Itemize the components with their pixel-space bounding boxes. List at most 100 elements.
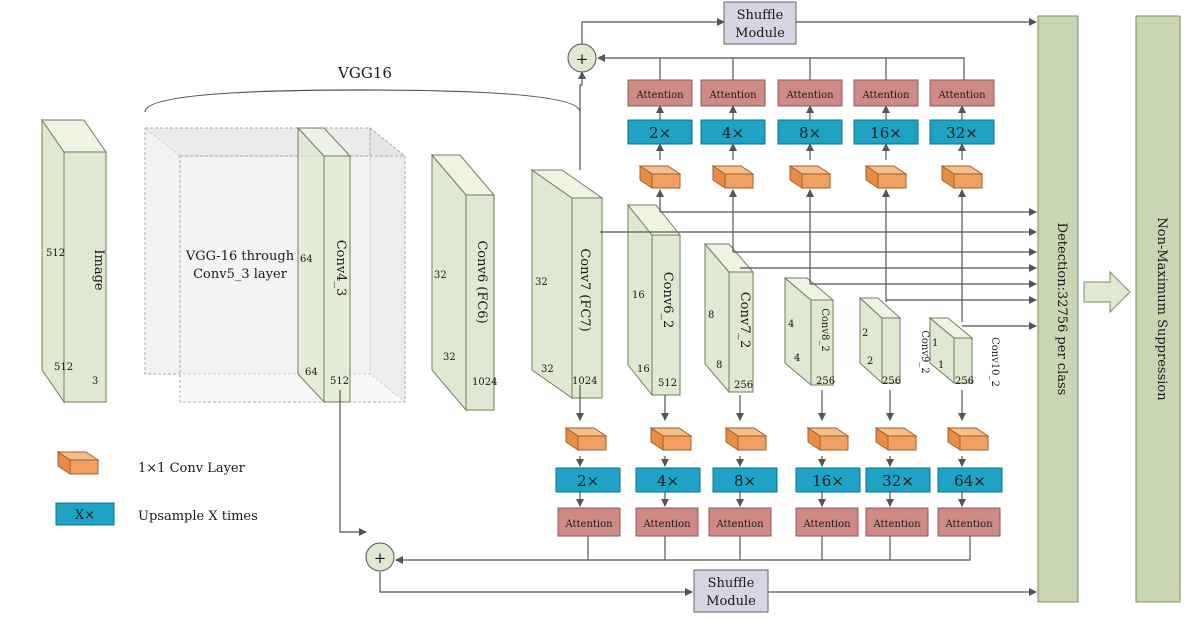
bottom-conv1x1-3	[724, 427, 768, 451]
svg-text:Attention: Attention	[872, 519, 921, 530]
layer-conv4-3-dim-a: 64	[300, 254, 313, 265]
top-upsample-1: 2×	[627, 119, 693, 145]
layer-conv6-dim-b: 32	[443, 352, 456, 363]
top-conv1x1-5	[940, 165, 984, 189]
layer-conv4-3: Conv4_3 64 64 512	[296, 126, 352, 404]
top-upsample-5: 32×	[929, 119, 995, 145]
vgg-block: VGG-16 through Conv5_3 layer	[143, 126, 407, 404]
layer-conv7-2-dim-c: 256	[734, 380, 753, 391]
layer-image-dim-a: 512	[46, 248, 65, 259]
nms-label: Non-Maximum Suppression	[1154, 217, 1169, 401]
svg-text:Attention: Attention	[564, 519, 613, 530]
layer-image-label: Image	[91, 249, 106, 291]
vgg-block-label-line2: Conv5_3 layer	[193, 267, 288, 282]
svg-text:16×: 16×	[812, 472, 844, 490]
layer-conv7-2: Conv7_2 8 8 256	[703, 242, 755, 394]
svg-text:Attention: Attention	[715, 519, 764, 530]
svg-text:8×: 8×	[799, 124, 821, 142]
bottom-upsample-4: 16×	[795, 467, 861, 493]
layer-conv6-dim-c: 1024	[472, 377, 497, 388]
bottom-upsample-3: 8×	[712, 467, 778, 493]
detection-label: Detection:32756 per class	[1054, 223, 1069, 396]
top-attention-2: Attention	[700, 79, 766, 107]
bottom-conv1x1-1	[564, 427, 608, 451]
svg-text:Attention: Attention	[802, 519, 851, 530]
top-upsample-3: 8×	[777, 119, 843, 145]
vgg-block-label-line1: VGG-16 through	[185, 249, 295, 264]
layer-conv8-2-dim-b: 4	[794, 353, 800, 364]
layer-image-dim-c: 3	[92, 376, 98, 387]
svg-text:Attention: Attention	[937, 90, 986, 101]
svg-text:Attention: Attention	[642, 519, 691, 530]
svg-text:Shuffle: Shuffle	[737, 8, 784, 23]
svg-text:2×: 2×	[649, 124, 671, 142]
layer-conv6-label: Conv6 (FC6)	[474, 240, 489, 323]
layer-conv7: Conv7 (FC7) 32 32 1024	[530, 169, 604, 399]
bottom-conv1x1-4	[806, 427, 850, 451]
layer-conv9-2: Conv9_2 2 2 256	[858, 296, 930, 387]
svg-text:8×: 8×	[734, 472, 756, 490]
svg-text:16×: 16×	[870, 124, 902, 142]
top-attention-1: Attention	[627, 79, 693, 107]
layer-image: Image 512 512 3	[41, 118, 107, 404]
top-conv1x1-4	[864, 165, 908, 189]
layer-conv7-2-label: Conv7_2	[737, 292, 752, 349]
top-plus-node: +	[567, 43, 597, 73]
bottom-upsample-6: 64×	[937, 467, 1003, 493]
layer-conv8-2-label: Conv8_2	[819, 308, 830, 352]
bottom-attention-6: Attention	[937, 507, 1001, 537]
layer-conv9-2-label: Conv9_2	[919, 330, 930, 374]
layer-conv10-2-label: Conv10_2	[989, 337, 1000, 387]
layer-conv6-2-dim-a: 16	[632, 290, 645, 301]
top-upsample-4: 16×	[853, 119, 919, 145]
nms-panel: Non-Maximum Suppression	[1135, 15, 1181, 603]
bottom-plus-node: +	[365, 542, 395, 572]
layer-conv7-dim-b: 32	[541, 364, 554, 375]
top-upsample-2: 4×	[700, 119, 766, 145]
layer-conv9-2-dim-c: 256	[882, 376, 901, 387]
legend-upsample-icon: X×	[55, 502, 115, 526]
layer-conv6: Conv6 (FC6) 32 32 1024	[430, 153, 497, 412]
layer-conv8-2-dim-a: 4	[788, 319, 794, 330]
legend: 1×1 Conv Layer X× Upsample X times	[55, 451, 258, 526]
svg-text:X×: X×	[75, 508, 95, 523]
top-attention-5: Attention	[929, 79, 995, 107]
svg-text:32×: 32×	[946, 124, 978, 142]
top-attention-3: Attention	[777, 79, 843, 107]
top-shuffle-module: Shuffle Module	[723, 1, 797, 45]
bottom-attention-1: Attention	[557, 507, 621, 537]
top-attention-4: Attention	[853, 79, 919, 107]
vgg16-brace	[144, 89, 581, 113]
bottom-attention-2: Attention	[635, 507, 699, 537]
layer-conv10-2-dim-b: 1	[938, 360, 944, 371]
svg-text:Module: Module	[706, 594, 756, 609]
legend-upsample-label: Upsample X times	[138, 509, 258, 524]
layer-conv7-dim-a: 32	[535, 277, 548, 288]
svg-text:Attention: Attention	[708, 90, 757, 101]
layer-conv6-2-label: Conv6_2	[660, 272, 675, 329]
layer-conv9-2-dim-b: 2	[867, 356, 873, 367]
svg-text:32×: 32×	[882, 472, 914, 490]
svg-text:Attention: Attention	[861, 90, 910, 101]
svg-text:Module: Module	[735, 26, 785, 41]
bottom-shuffle-module: Shuffle Module	[693, 569, 769, 613]
layer-conv6-2-dim-c: 512	[658, 378, 677, 389]
layer-conv4-3-dim-c: 512	[330, 376, 349, 387]
svg-text:Attention: Attention	[944, 519, 993, 530]
svg-text:Attention: Attention	[785, 90, 834, 101]
layer-conv6-2-dim-b: 16	[637, 364, 650, 375]
bottom-upsample-1: 2×	[555, 467, 621, 493]
layer-conv7-dim-c: 1024	[572, 376, 597, 387]
bottom-conv1x1-6	[946, 427, 990, 451]
flow-arrow	[1083, 270, 1131, 314]
bottom-attention-3: Attention	[708, 507, 772, 537]
svg-text:2×: 2×	[577, 472, 599, 490]
layer-conv6-dim-a: 32	[434, 270, 447, 281]
vgg16-title: VGG16	[337, 64, 392, 82]
layer-conv10-2-dim-a: 1	[932, 338, 938, 349]
legend-conv-label: 1×1 Conv Layer	[138, 461, 246, 476]
legend-conv-icon	[56, 451, 100, 475]
top-conv1x1-2	[711, 165, 755, 189]
detection-panel: Detection:32756 per class	[1037, 15, 1079, 603]
